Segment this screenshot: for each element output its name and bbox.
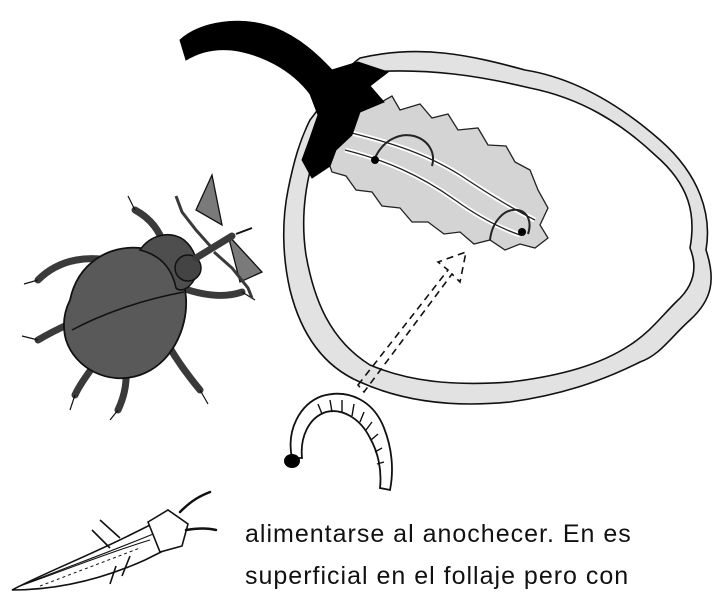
larva-icon [284,394,392,490]
caption-line-2: superficial en el follaje pero con [245,562,629,591]
caption-line-1: alimentarse al anochecer. En es [245,520,632,549]
leafhopper-icon [12,492,216,590]
weevil-beetle-icon [22,175,262,420]
